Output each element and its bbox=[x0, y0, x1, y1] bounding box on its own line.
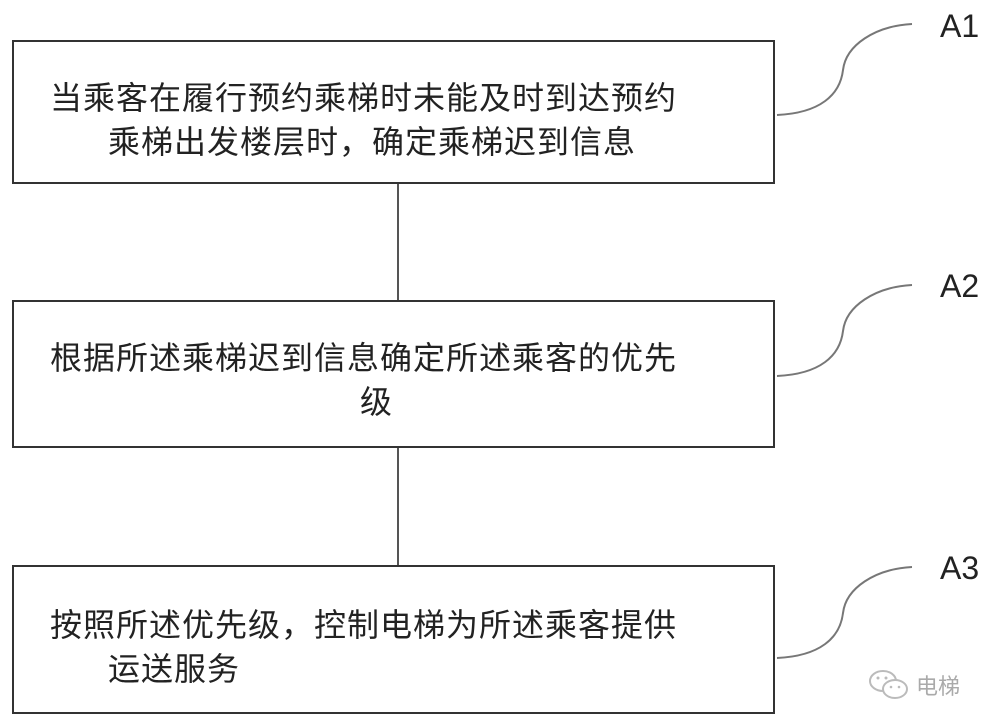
step-label-a1: A1 bbox=[940, 8, 980, 44]
step-a2-line1: 根据所述乘梯迟到信息确定所述乘客的优先 bbox=[50, 339, 678, 377]
step-label-a2: A2 bbox=[940, 268, 980, 304]
step-box-a1: 当乘客在履行预约乘梯时未能及时到达预约 乘梯出发楼层时，确定乘梯迟到信息 bbox=[12, 40, 775, 184]
step-a3-line2: 运送服务 bbox=[108, 650, 241, 688]
leader-a2 bbox=[776, 284, 913, 377]
leader-a1 bbox=[776, 23, 913, 116]
step-box-a3: 按照所述优先级，控制电梯为所述乘客提供 运送服务 bbox=[12, 565, 775, 714]
wechat-icon bbox=[869, 670, 908, 699]
step-a1-line2: 乘梯出发楼层时，确定乘梯迟到信息 bbox=[108, 123, 637, 161]
watermark-text: 电梯 bbox=[916, 675, 961, 700]
step-a2-line2: 级 bbox=[359, 383, 393, 421]
step-label-a3: A3 bbox=[940, 550, 980, 586]
step-a3-line1: 按照所述优先级，控制电梯为所述乘客提供 bbox=[50, 606, 678, 644]
step-a1-line1: 当乘客在履行预约乘梯时未能及时到达预约 bbox=[50, 79, 678, 117]
step-box-a2: 根据所述乘梯迟到信息确定所述乘客的优先 级 bbox=[12, 300, 775, 448]
leader-a3 bbox=[776, 566, 913, 659]
watermark: 电梯 bbox=[868, 668, 960, 702]
